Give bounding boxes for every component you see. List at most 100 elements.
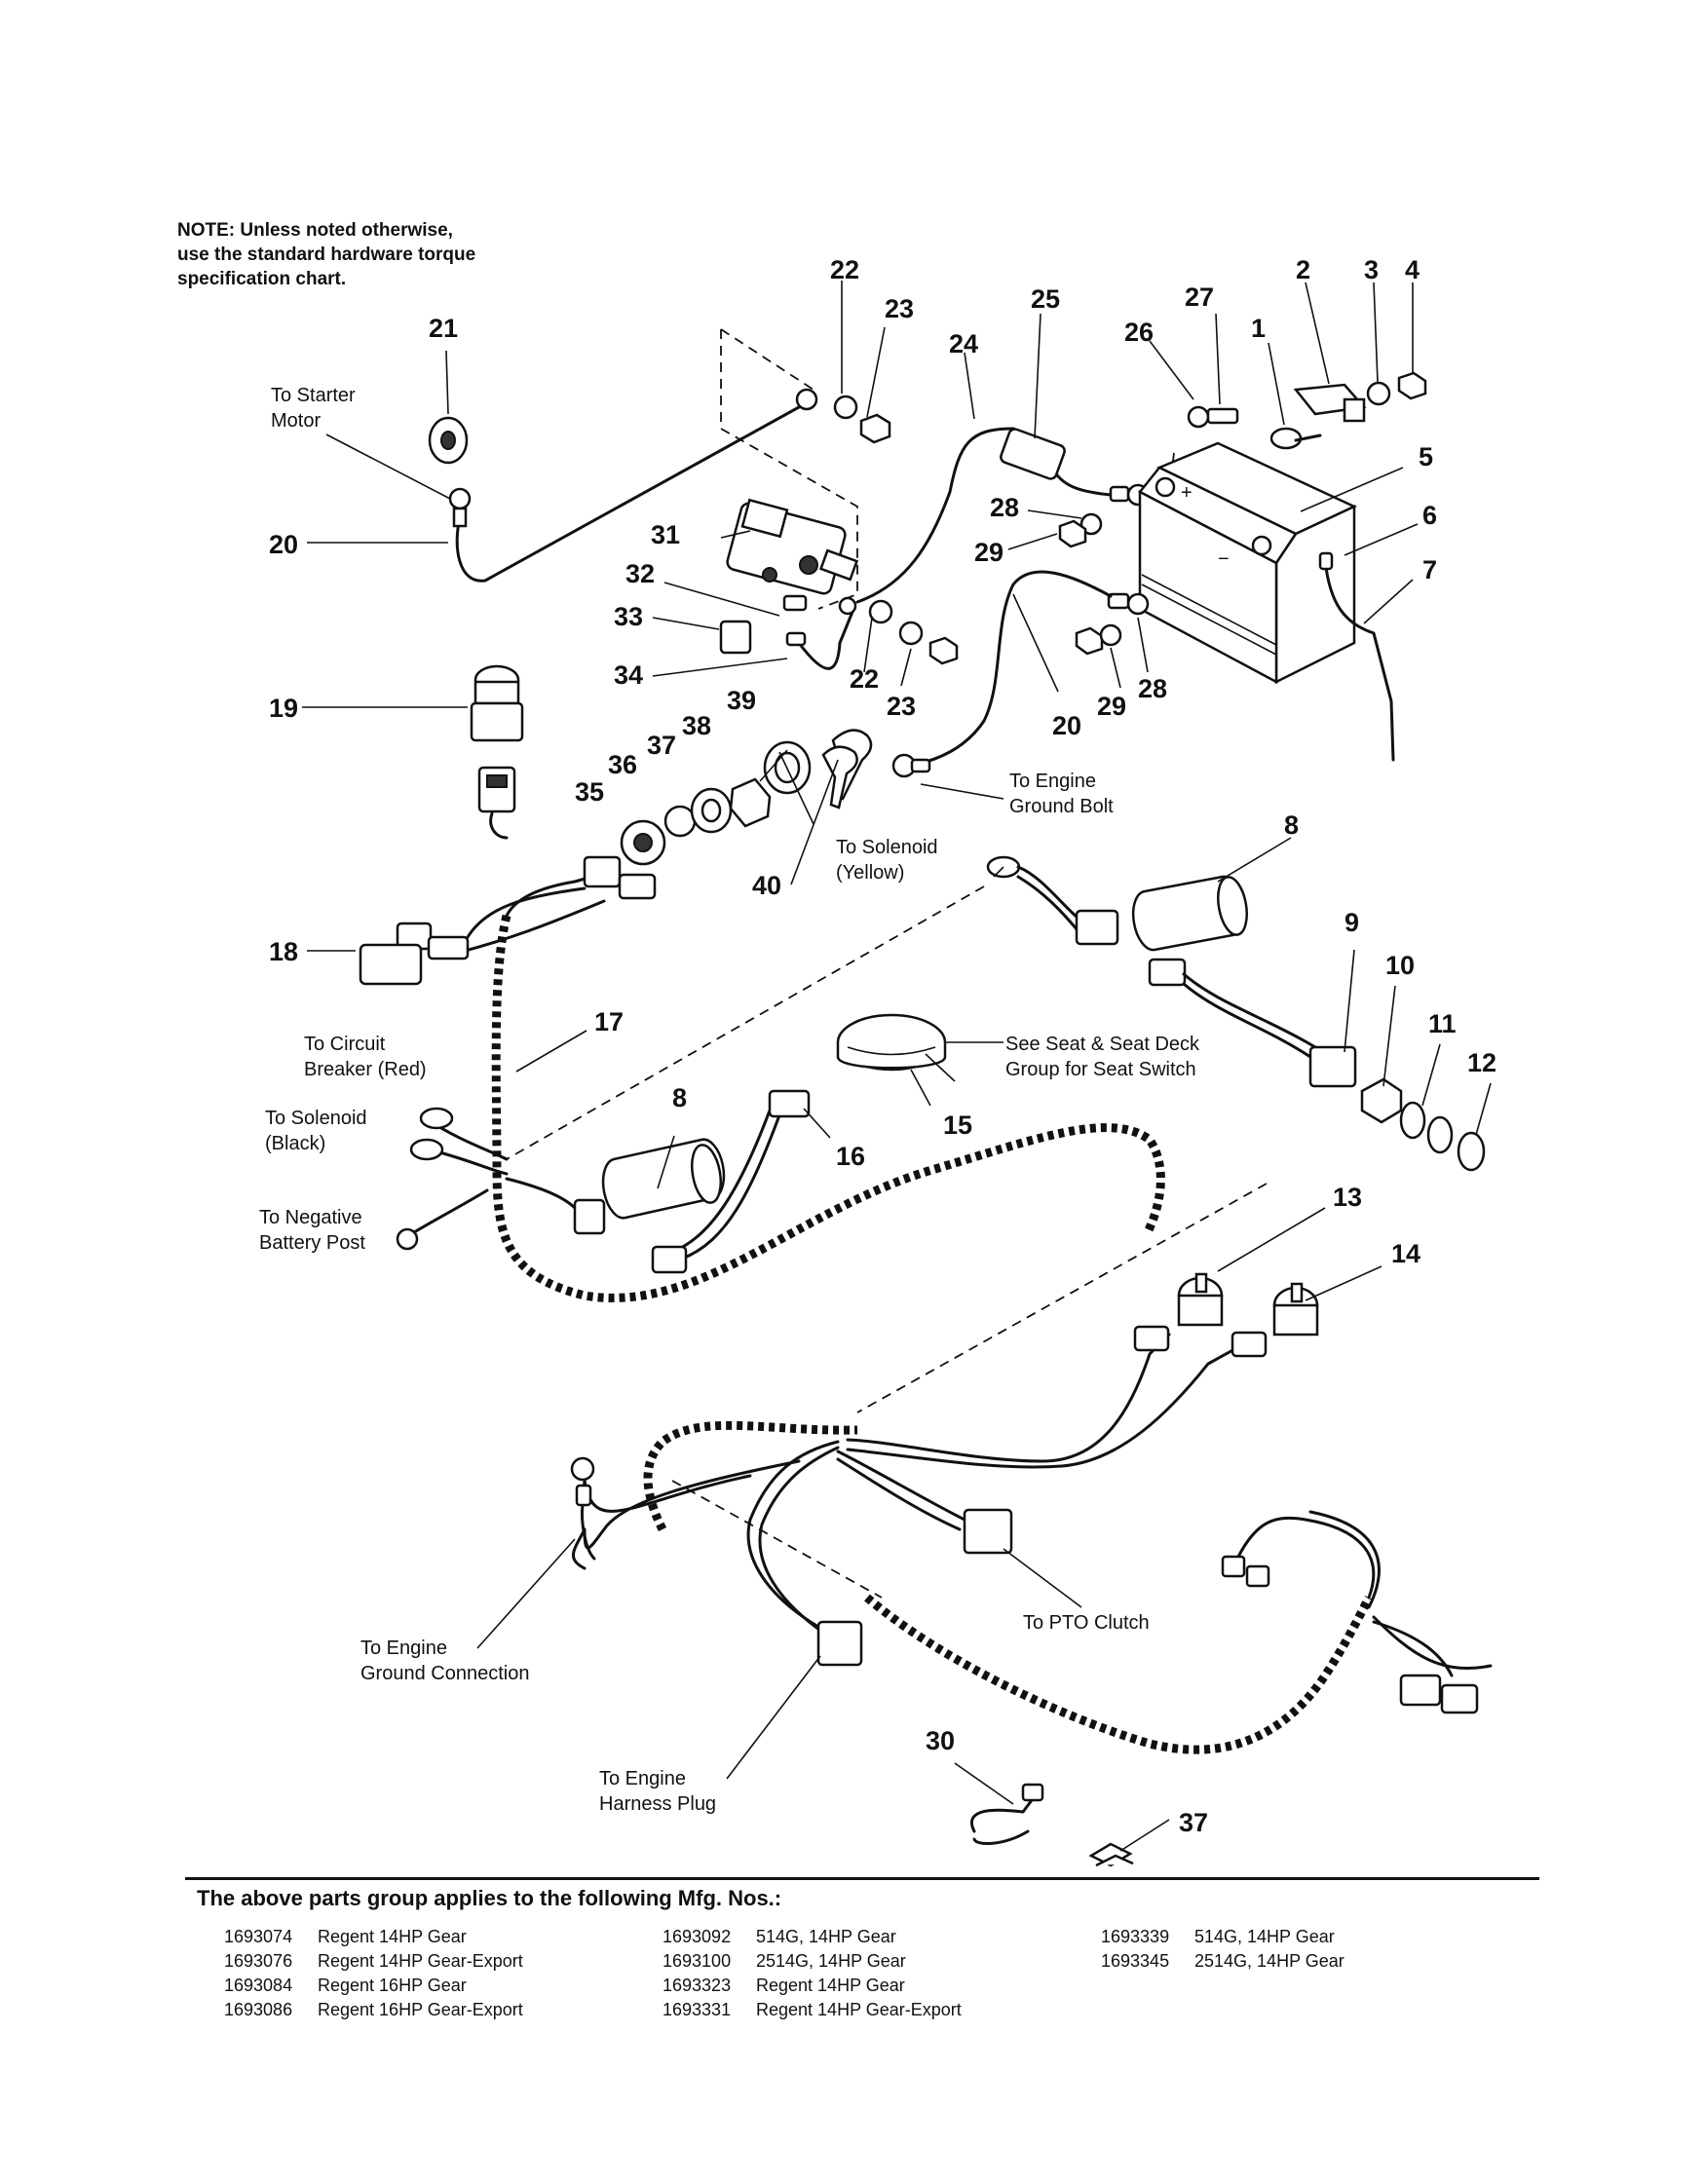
callout-38: 38 xyxy=(682,711,711,740)
ring-terminal xyxy=(795,388,818,411)
callout-20: 20 xyxy=(1052,711,1081,740)
callout-21: 21 xyxy=(429,314,458,343)
mfg-number: 1693074 xyxy=(224,1927,293,1946)
label-engine-ground-bolt: Ground Bolt xyxy=(1009,796,1114,817)
mfg-description: Regent 14HP Gear-Export xyxy=(318,1951,523,1971)
mfg-description: Regent 14HP Gear-Export xyxy=(756,2000,962,2019)
callout-6: 6 xyxy=(1422,501,1437,530)
callout-20: 20 xyxy=(269,530,298,559)
callout-12: 12 xyxy=(1467,1048,1496,1077)
jumper-screw xyxy=(782,594,808,612)
label-seat-switch: See Seat & Seat Deck xyxy=(1005,1034,1200,1055)
mfg-number: 1693084 xyxy=(224,1976,293,1995)
label-engine-harness-plug: To Engine xyxy=(599,1768,686,1789)
note-line: NOTE: Unless noted otherwise, xyxy=(177,220,453,241)
label-starter-motor: Motor xyxy=(271,410,321,432)
cable-boot xyxy=(1000,428,1066,480)
boot-opening xyxy=(440,431,456,450)
label-circuit-breaker: Breaker (Red) xyxy=(304,1059,427,1080)
callout-35: 35 xyxy=(575,777,604,807)
callout-28: 28 xyxy=(990,493,1019,522)
lower-harness xyxy=(570,1325,1493,1754)
hex-nut xyxy=(859,413,891,444)
interlock-switches xyxy=(1177,1272,1319,1337)
seat-harness-plug xyxy=(651,1089,811,1274)
mfg-description: Regent 16HP Gear-Export xyxy=(318,2000,523,2019)
mfg-description: Regent 14HP Gear xyxy=(318,1927,467,1946)
callout-25: 25 xyxy=(1031,284,1060,314)
callout-32: 32 xyxy=(625,559,655,588)
callout-23: 23 xyxy=(887,692,916,721)
ring-terminal xyxy=(448,487,472,510)
solenoid-yellow-lead xyxy=(986,855,1119,946)
callout-15: 15 xyxy=(943,1111,972,1140)
callout-5: 5 xyxy=(1419,442,1433,471)
label-negative-battery-post: To Negative xyxy=(259,1207,362,1228)
callout-36: 36 xyxy=(608,750,637,779)
label-circuit-breaker: To Circuit xyxy=(304,1034,386,1055)
seat-switch xyxy=(836,1013,947,1072)
wiring-exploded-diagram: + − xyxy=(259,255,1496,1867)
label-engine-ground-connection: Ground Connection xyxy=(360,1663,529,1684)
label-pto-clutch: To PTO Clutch xyxy=(1023,1612,1150,1634)
mfg-description: 2514G, 14HP Gear xyxy=(1194,1951,1344,1971)
label-solenoid-black: To Solenoid xyxy=(265,1108,367,1129)
battery-group: + − xyxy=(1058,371,1427,762)
mfg-description: Regent 14HP Gear xyxy=(756,1976,905,1995)
section-divider xyxy=(185,1877,1539,1880)
mfg-number: 1693076 xyxy=(224,1951,293,1971)
callout-40: 40 xyxy=(752,871,781,900)
crimp-terminal xyxy=(452,507,468,528)
callout-29: 29 xyxy=(974,538,1003,567)
callout-18: 18 xyxy=(269,937,298,966)
main-harness xyxy=(359,855,1165,1302)
callout-16: 16 xyxy=(836,1142,865,1171)
callout-31: 31 xyxy=(651,520,680,549)
mfg-number: 1693339 xyxy=(1101,1927,1170,1946)
svg-text:−: − xyxy=(1218,548,1230,570)
mfg-row: 1693074 Regent 14HP Gear xyxy=(224,1925,523,1949)
callout-33: 33 xyxy=(614,602,643,631)
label-solenoid-yellow: (Yellow) xyxy=(836,862,904,884)
callout-17: 17 xyxy=(594,1007,624,1036)
callout-13: 13 xyxy=(1333,1183,1362,1212)
jumper-connector xyxy=(719,620,752,655)
leader-lines xyxy=(302,281,1492,1852)
callout-7: 7 xyxy=(1422,555,1437,584)
cable-ties xyxy=(970,1783,1134,1867)
callout-30: 30 xyxy=(926,1726,955,1755)
callout-1: 1 xyxy=(1251,314,1266,343)
callout-11: 11 xyxy=(1428,1009,1457,1038)
label-negative-battery-post: Battery Post xyxy=(259,1232,365,1254)
negative-cable xyxy=(891,570,1113,778)
callout-10: 10 xyxy=(1385,951,1415,980)
mfg-row: 1693076 Regent 14HP Gear-Export xyxy=(224,1949,523,1974)
solenoid-jumper xyxy=(719,594,959,670)
callout-24: 24 xyxy=(949,329,978,358)
callout-28: 28 xyxy=(1138,674,1167,703)
ignition-key xyxy=(821,745,858,810)
label-seat-switch: Group for Seat Switch xyxy=(1005,1059,1196,1080)
callout-19: 19 xyxy=(269,694,298,723)
note-line: use the standard hardware torque xyxy=(177,245,476,265)
positive-cable xyxy=(855,427,1150,604)
mfg-description: 514G, 14HP Gear xyxy=(756,1927,896,1946)
starter-cable xyxy=(428,388,891,583)
callout-9: 9 xyxy=(1344,908,1359,937)
diagram-note: NOTE: Unless noted otherwise, use the st… xyxy=(177,218,548,291)
pto-switch xyxy=(470,664,524,840)
mfg-number: 1693345 xyxy=(1101,1951,1170,1971)
callout-29: 29 xyxy=(1097,692,1126,721)
callout-37: 37 xyxy=(647,731,676,760)
label-engine-ground-bolt: To Engine xyxy=(1009,771,1096,792)
battery-post xyxy=(1155,476,1176,498)
connector-18 xyxy=(359,943,423,986)
label-engine-harness-plug: Harness Plug xyxy=(599,1793,716,1815)
